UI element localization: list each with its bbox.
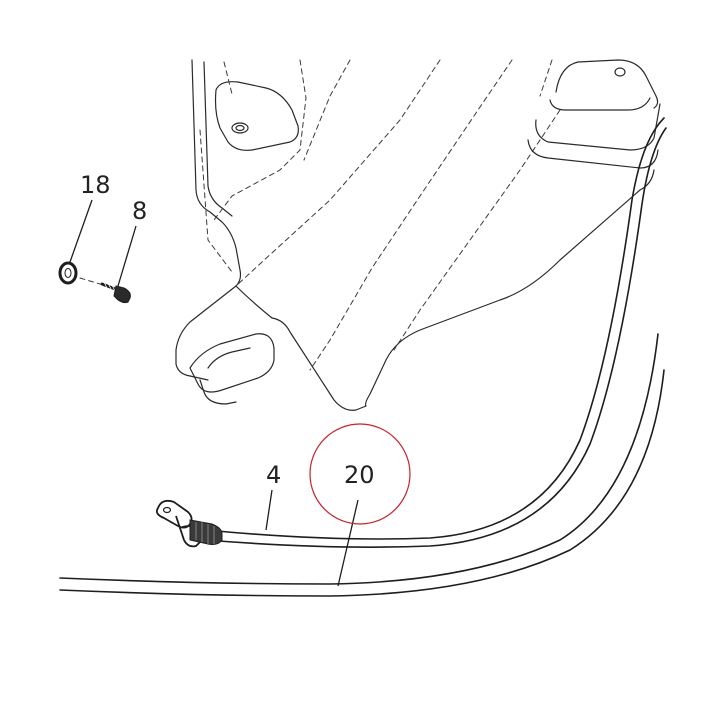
callout-8[interactable]: 8 bbox=[132, 197, 147, 225]
bolt-part bbox=[79, 277, 131, 304]
callout-4[interactable]: 4 bbox=[266, 461, 281, 489]
leader-8 bbox=[117, 225, 137, 287]
leader-18 bbox=[69, 199, 93, 263]
highlight-circle bbox=[309, 423, 411, 525]
bracket-assembly bbox=[175, 59, 661, 411]
long-cable bbox=[59, 333, 665, 597]
leader-4 bbox=[265, 489, 273, 531]
ring-terminal bbox=[155, 499, 223, 548]
callout-18[interactable]: 18 bbox=[80, 171, 111, 199]
washer-part bbox=[58, 261, 78, 285]
callout-20[interactable]: 20 bbox=[344, 461, 375, 489]
cable-harness bbox=[155, 117, 667, 548]
leader-20 bbox=[337, 499, 359, 587]
